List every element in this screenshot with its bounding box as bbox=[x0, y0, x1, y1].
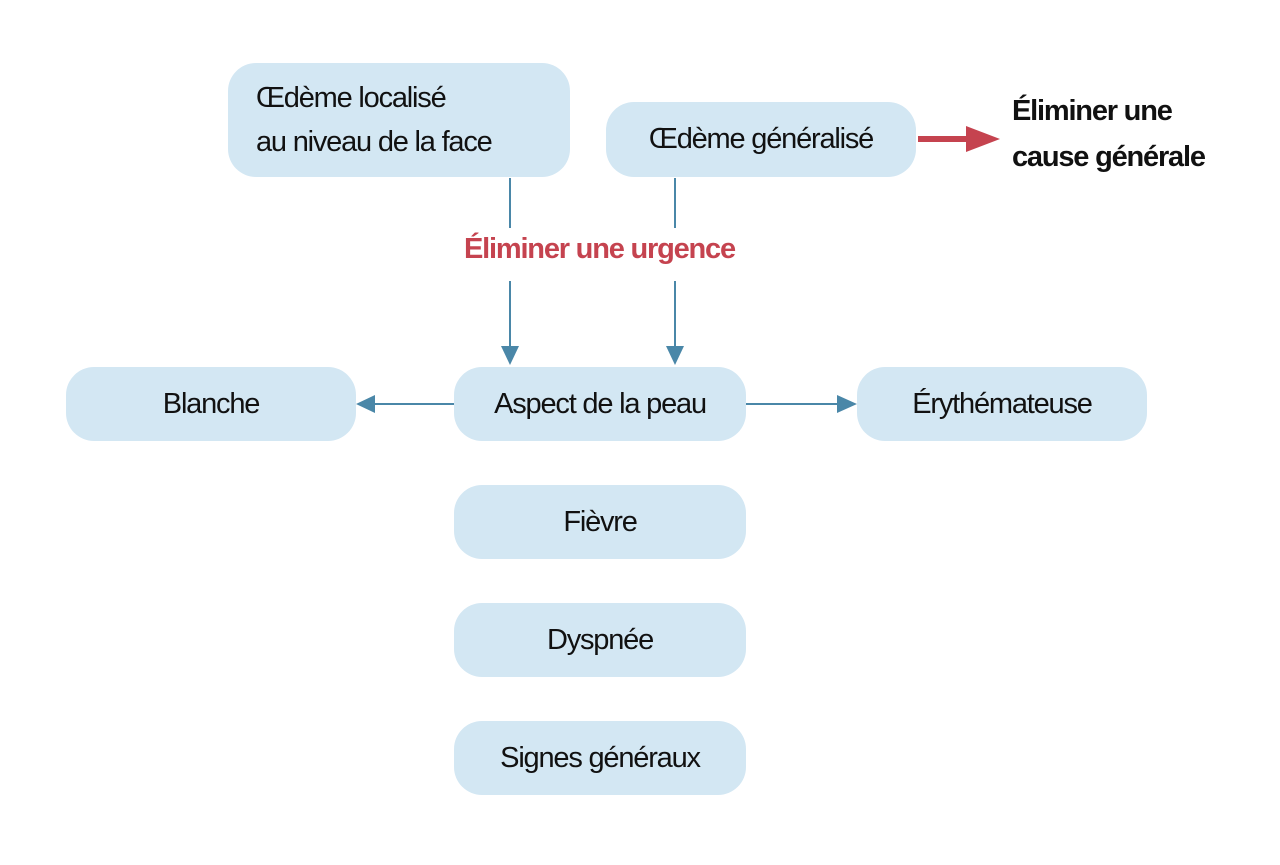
label-eliminer-cause-line2: cause générale bbox=[1012, 141, 1206, 173]
node-erythemateuse: Érythémateuse bbox=[857, 367, 1147, 441]
arrowhead-generalise bbox=[666, 346, 684, 365]
node-signes-generaux-label: Signes généraux bbox=[500, 741, 701, 774]
node-blanche: Blanche bbox=[66, 367, 356, 441]
node-oedeme-generalise-label: Œdème généralisé bbox=[648, 123, 874, 155]
node-aspect-peau-label: Aspect de la peau bbox=[494, 387, 707, 420]
node-fievre: Fièvre bbox=[454, 485, 746, 559]
node-oedeme-localise-text: Œdème localisé au niveau de la face bbox=[256, 76, 493, 164]
label-eliminer-cause-generale: Éliminer une cause générale bbox=[1012, 88, 1206, 180]
node-fievre-label: Fièvre bbox=[563, 505, 638, 538]
node-oedeme-localise: Œdème localisé au niveau de la face bbox=[228, 63, 570, 177]
arrowhead-erythemateuse bbox=[837, 395, 857, 413]
arrowhead-cause-generale bbox=[966, 126, 1000, 152]
node-dyspnee: Dyspnée bbox=[454, 603, 746, 677]
node-oedeme-localise-line2: au niveau de la face bbox=[256, 126, 493, 158]
arrowhead-localise bbox=[501, 346, 519, 365]
node-signes-generaux: Signes généraux bbox=[454, 721, 746, 795]
node-oedeme-generalise: Œdème généralisé bbox=[606, 102, 916, 177]
node-erythemateuse-label: Érythémateuse bbox=[912, 387, 1093, 420]
label-eliminer-cause-line1: Éliminer une bbox=[1012, 95, 1173, 127]
node-blanche-label: Blanche bbox=[162, 387, 261, 420]
node-aspect-peau: Aspect de la peau bbox=[454, 367, 746, 441]
label-eliminer-urgence: Éliminer une urgence bbox=[464, 233, 736, 265]
node-dyspnee-label: Dyspnée bbox=[546, 623, 654, 656]
node-oedeme-localise-line1: Œdème localisé bbox=[256, 82, 447, 114]
arrowhead-blanche bbox=[356, 395, 375, 413]
